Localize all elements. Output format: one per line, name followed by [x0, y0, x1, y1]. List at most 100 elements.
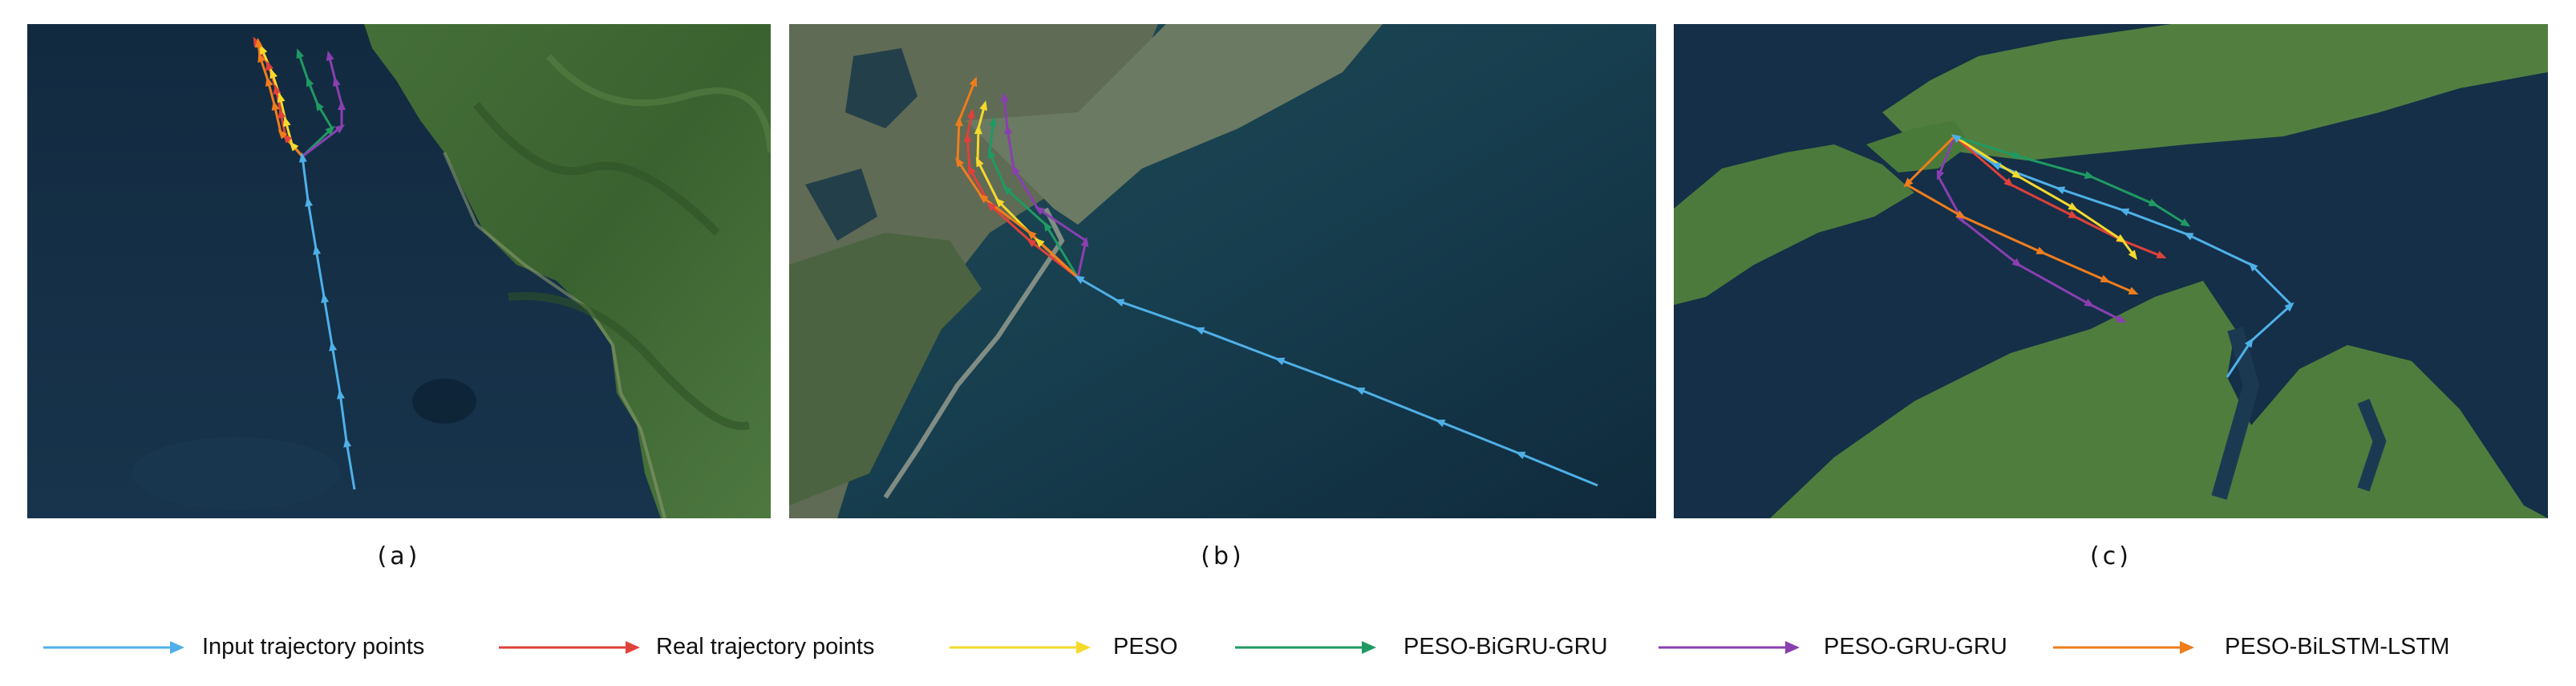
trajectory-point-marker [2084, 171, 2095, 179]
trajectory-point-marker [260, 44, 268, 55]
trajectory-point-marker [1355, 387, 1366, 396]
trajectory-point-marker [2183, 232, 2194, 241]
legend-label: PESO-BiLSTM-LSTM [2225, 634, 2450, 660]
gru-trajectory [1937, 136, 2124, 323]
satellite-map-b [789, 24, 1656, 518]
trajectory-point-marker [979, 100, 988, 112]
trajectory-point-marker [1004, 124, 1013, 135]
gru-trajectory [1002, 95, 1088, 278]
arrow-icon [1659, 641, 1800, 654]
southern-peninsula [1770, 281, 2548, 518]
trajectory-point-marker [2244, 337, 2254, 348]
trajectory-point-marker [1435, 419, 1446, 428]
satellite-map-a [27, 24, 771, 518]
northern-land [1882, 24, 2548, 160]
trajectory-point-marker [265, 60, 273, 71]
trajectory-point-marker [2055, 186, 2066, 194]
trajectory-point-marker [2011, 258, 2022, 268]
trajectory-point-marker [277, 92, 286, 103]
trajectory-point-marker [2180, 218, 2191, 227]
trajectory-point-marker [306, 76, 314, 87]
arrow-icon [2053, 641, 2194, 654]
trajectory-point-marker [2156, 250, 2167, 259]
trajectory-point-marker [967, 164, 976, 176]
trajectory-point-marker [1114, 298, 1125, 307]
trajectory-point-marker [1080, 237, 1089, 247]
caption-a: (a) [377, 542, 421, 570]
beach [883, 207, 1065, 499]
trajectory-point-marker [1194, 327, 1205, 335]
trajectory-point-marker [313, 245, 322, 255]
legend-label: PESO-BiGRU-GRU [1403, 634, 1608, 660]
arrow-icon [1235, 641, 1376, 654]
trajectory-point-marker [298, 152, 307, 163]
trajectory-point-marker [257, 52, 265, 63]
trajectory-point-marker [978, 193, 989, 204]
trajectory-point-marker [2100, 274, 2111, 283]
trajectory-point-marker [1955, 210, 1966, 219]
trajectory-point-marker [2116, 315, 2127, 323]
ridge [508, 292, 751, 430]
arrow-icon [499, 641, 640, 654]
trajectory-point-marker [2068, 210, 2079, 219]
trajectory-point-marker [1027, 229, 1037, 240]
input-trajectory [1077, 276, 1598, 487]
inlet [2211, 327, 2260, 500]
trajectory-point-marker [2119, 208, 2130, 217]
map-panel-a [27, 24, 771, 518]
trajectory-point-marker [277, 129, 288, 140]
trajectory-point-marker [1011, 164, 1020, 176]
trajectory-point-marker [2035, 246, 2047, 255]
caption-c: (c) [2090, 542, 2132, 570]
western-island [1674, 144, 1914, 305]
trajectory-point-marker [329, 341, 338, 351]
trajectory-point-marker [2003, 177, 2014, 188]
inland-water [845, 48, 917, 128]
trajectory-point-marker [1515, 452, 1526, 460]
trajectory-point-marker [1035, 237, 1045, 248]
trajectory-point-marker [955, 156, 965, 168]
trajectory-point-marker [1274, 357, 1286, 366]
barrier-island [966, 24, 1383, 225]
trajectory-point-marker [254, 38, 263, 48]
trajectory-point-marker [269, 68, 277, 79]
trajectory-point-marker [326, 51, 334, 62]
trajectory-point-marker [975, 156, 984, 168]
marsh-land [789, 233, 982, 505]
trajectory-point-marker [332, 76, 341, 87]
trajectory-point-marker [2011, 151, 2023, 159]
inlet [2357, 399, 2387, 492]
trajectory-point-marker [296, 48, 305, 59]
trajectory-point-marker [1936, 169, 1945, 181]
input-trajectory [301, 156, 356, 490]
trajectory-point-marker [2148, 198, 2159, 207]
ridge [545, 54, 771, 153]
trajectory-point-marker [1002, 185, 1013, 196]
trajectory-point-marker [321, 293, 330, 303]
trajectory-point-marker [1950, 134, 1962, 144]
trajectory-point-marker [1034, 206, 1045, 216]
trajectory-point-marker [282, 116, 291, 128]
map-panel-b [789, 24, 1656, 518]
legend-label: Real trajectory points [656, 634, 875, 660]
coastline-land [364, 24, 771, 518]
real-trajectory [966, 112, 1079, 279]
arrow-icon [43, 641, 184, 654]
trajectory-point-marker [271, 100, 280, 111]
trajectory-point-marker [2116, 233, 2127, 243]
trajectory-point-marker [974, 124, 982, 135]
ridge [473, 101, 720, 236]
trajectory-point-marker [1903, 177, 1914, 188]
trajectory-point-marker [277, 108, 286, 119]
cloud-shadow [412, 379, 476, 424]
satellite-map-c [1674, 24, 2548, 518]
trajectory-point-marker [315, 100, 324, 112]
arrow-icon [950, 641, 1091, 654]
trajectory-point-marker [2128, 250, 2137, 261]
trajectory-point-marker [987, 148, 996, 160]
trajectory-point-marker [2084, 298, 2095, 307]
legend-label: PESO-GRU-GRU [1824, 634, 2007, 660]
legend: Input trajectory points Real trajectory … [0, 629, 2576, 669]
legend-label: Input trajectory points [202, 634, 425, 660]
trajectory-point-marker [265, 76, 273, 87]
